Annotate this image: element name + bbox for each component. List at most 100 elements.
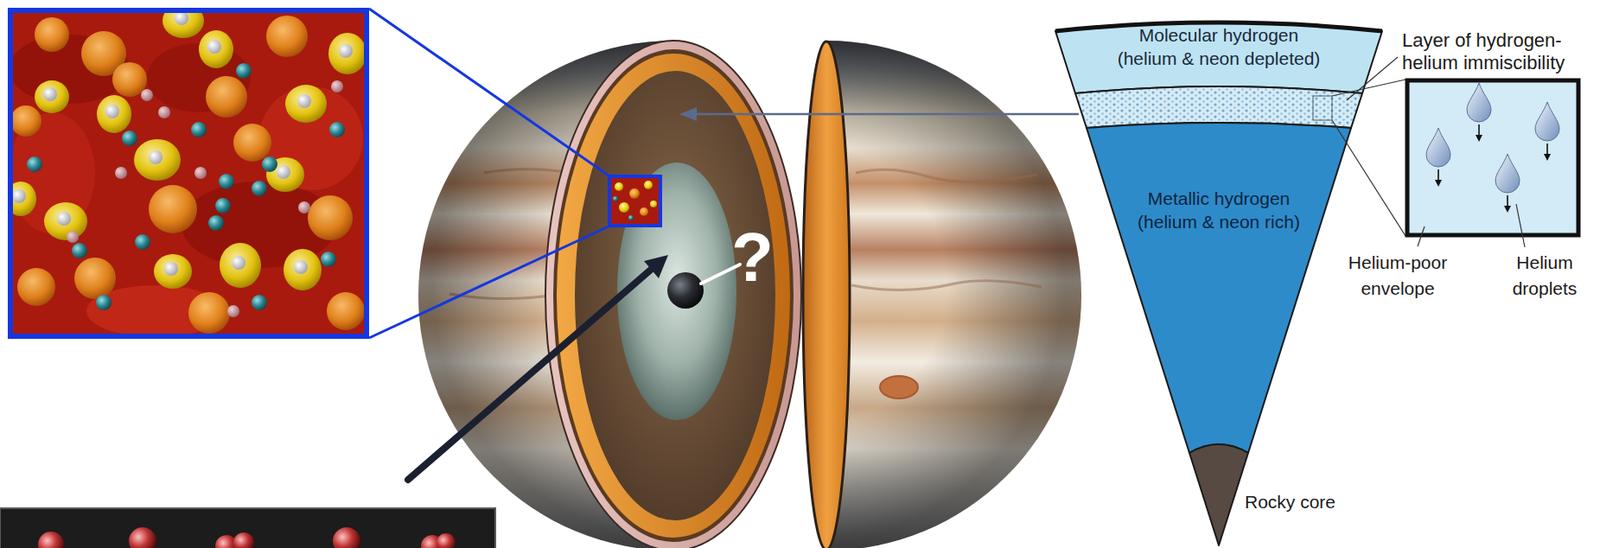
simulation-inset-part-part [66, 230, 79, 243]
simulation-inset-part-part [71, 242, 88, 259]
zoom-marker-part-part [610, 177, 660, 225]
rocky-core: Rocky core [1244, 490, 1375, 514]
bottom-panel-part [0, 508, 496, 548]
simulation-inset-part [12, 11, 353, 276]
bottom-panel [0, 508, 496, 548]
zoom-marker-part [369, 8, 609, 176]
core-pointer-arrow-part [643, 254, 669, 279]
core-pointer-arrow [407, 254, 669, 480]
simulation-inset-part-part [191, 121, 207, 138]
jupiter-left-half-part [553, 49, 794, 542]
jupiter-left-half-part [667, 272, 704, 309]
simulation-inset-part-part [17, 267, 56, 306]
simulation-inset-part-part [134, 234, 151, 250]
interior-wedge-part [1313, 95, 1333, 121]
leader-lines [1346, 57, 1525, 248]
jupiter-right-half-part [826, 40, 1082, 548]
simulation-inset-part-part [251, 180, 268, 197]
simulation-inset-part-part [276, 165, 291, 179]
band-label: Molecular hydrogen (helium & neon deplet… [1111, 23, 1326, 71]
jupiter-right-half-part [879, 376, 918, 399]
interior-wedge-part [1075, 86, 1363, 128]
simulation-inset-part-part [164, 261, 179, 276]
zoom-marker-part-part [629, 188, 640, 199]
simulation-inset-part-part [215, 197, 231, 214]
simulation-inset-part-part [329, 121, 345, 138]
zoom-marker-part [609, 176, 661, 226]
simulation-inset-part-part [227, 305, 240, 318]
bottom-panel-part [128, 527, 157, 548]
question-mark: ? [731, 223, 792, 293]
simulation-inset-part-part [338, 44, 353, 58]
simulation-inset-part-part [44, 202, 88, 241]
zoom-marker-part [610, 177, 660, 225]
droplet-inset-part-part [1466, 82, 1492, 122]
simulation-inset-part-part [326, 292, 365, 331]
simulation-inset-part-part [12, 189, 26, 204]
droplet-inset-part-part [1495, 153, 1520, 193]
simulation-inset-part-part [10, 105, 42, 137]
simulation-inset-part [10, 10, 367, 291]
simulation-inset-part [10, 10, 367, 337]
droplet-inset-part-part [1546, 143, 1549, 156]
simulation-inset-part-part [218, 173, 235, 190]
jupiter-right-half-part [855, 169, 1038, 182]
interior-wedge-part [1086, 122, 1352, 453]
inset-frame [10, 10, 367, 337]
simulation-inset [10, 10, 367, 337]
bottom-panel-part [38, 531, 64, 548]
zoom-marker-part-part [618, 202, 630, 213]
simulation-inset-part-part [205, 76, 248, 118]
interior-wedge [1055, 22, 1383, 546]
simulation-inset-part [10, 15, 365, 334]
droplet-inset-part-part [1504, 205, 1511, 213]
wedge-pointer-arrow-part [679, 107, 697, 122]
simulation-inset-part-part [235, 63, 252, 79]
simulation-inset-part-part [26, 156, 43, 173]
simulation-inset-part-part [261, 156, 278, 173]
droplet-inset-part-part [1478, 124, 1480, 137]
bottom-panel-part [332, 527, 361, 548]
droplet-inset-part-part [1475, 134, 1483, 142]
simulation-inset-part-part [96, 95, 132, 134]
callout-label: Helium-poor envelope [1332, 249, 1463, 302]
droplet-inset-part [1332, 120, 1406, 236]
core-pointer-arrow-part [407, 268, 652, 480]
wedge-pointer-arrow [679, 107, 1079, 122]
simulation-inset-part-part [34, 17, 70, 52]
simulation-inset-part-part [114, 166, 128, 179]
simulation-inset-part-part [320, 251, 337, 268]
zoom-marker-part-part [650, 200, 657, 208]
droplet-inset-part-part [1543, 153, 1551, 161]
simulation-inset-part-part [162, 10, 204, 39]
zoom-marker-part-part [614, 182, 624, 192]
simulation-inset-part-part [57, 211, 71, 226]
droplet-inset-part [1407, 80, 1579, 236]
simulation-inset-part-part [121, 130, 138, 147]
simulation-inset-part-part [158, 106, 171, 119]
simulation-inset-part-part [208, 215, 224, 231]
band-label: Rocky core [1244, 490, 1375, 514]
jupiter-left-half-part [556, 53, 791, 538]
simulation-inset-part-part [34, 80, 70, 114]
simulation-inset-part-part [328, 32, 367, 75]
jupiter-left-half-part [545, 40, 802, 548]
jupiter-left-half-part [574, 70, 776, 521]
simulation-inset-part-part [140, 89, 153, 102]
droplet-inset-part [1426, 82, 1560, 193]
zoom-marker-part-part [643, 180, 653, 190]
simulation-inset-part-part [285, 84, 327, 123]
droplet-inset-part [1434, 134, 1551, 213]
simulation-inset-part-part [297, 94, 312, 109]
jupiter-left-half [418, 40, 802, 548]
simulation-inset-part-part [148, 184, 198, 234]
jupiter-right-half-part [803, 41, 850, 548]
leader-lines-part [1417, 226, 1425, 247]
simulation-inset-part-part [194, 166, 207, 179]
simulation-inset-part-part [266, 15, 308, 58]
droplet-inset [1332, 79, 1579, 236]
simulation-inset-part [66, 80, 344, 318]
simulation-inset-part-part [293, 260, 308, 275]
bottom-panel-part [436, 533, 456, 548]
